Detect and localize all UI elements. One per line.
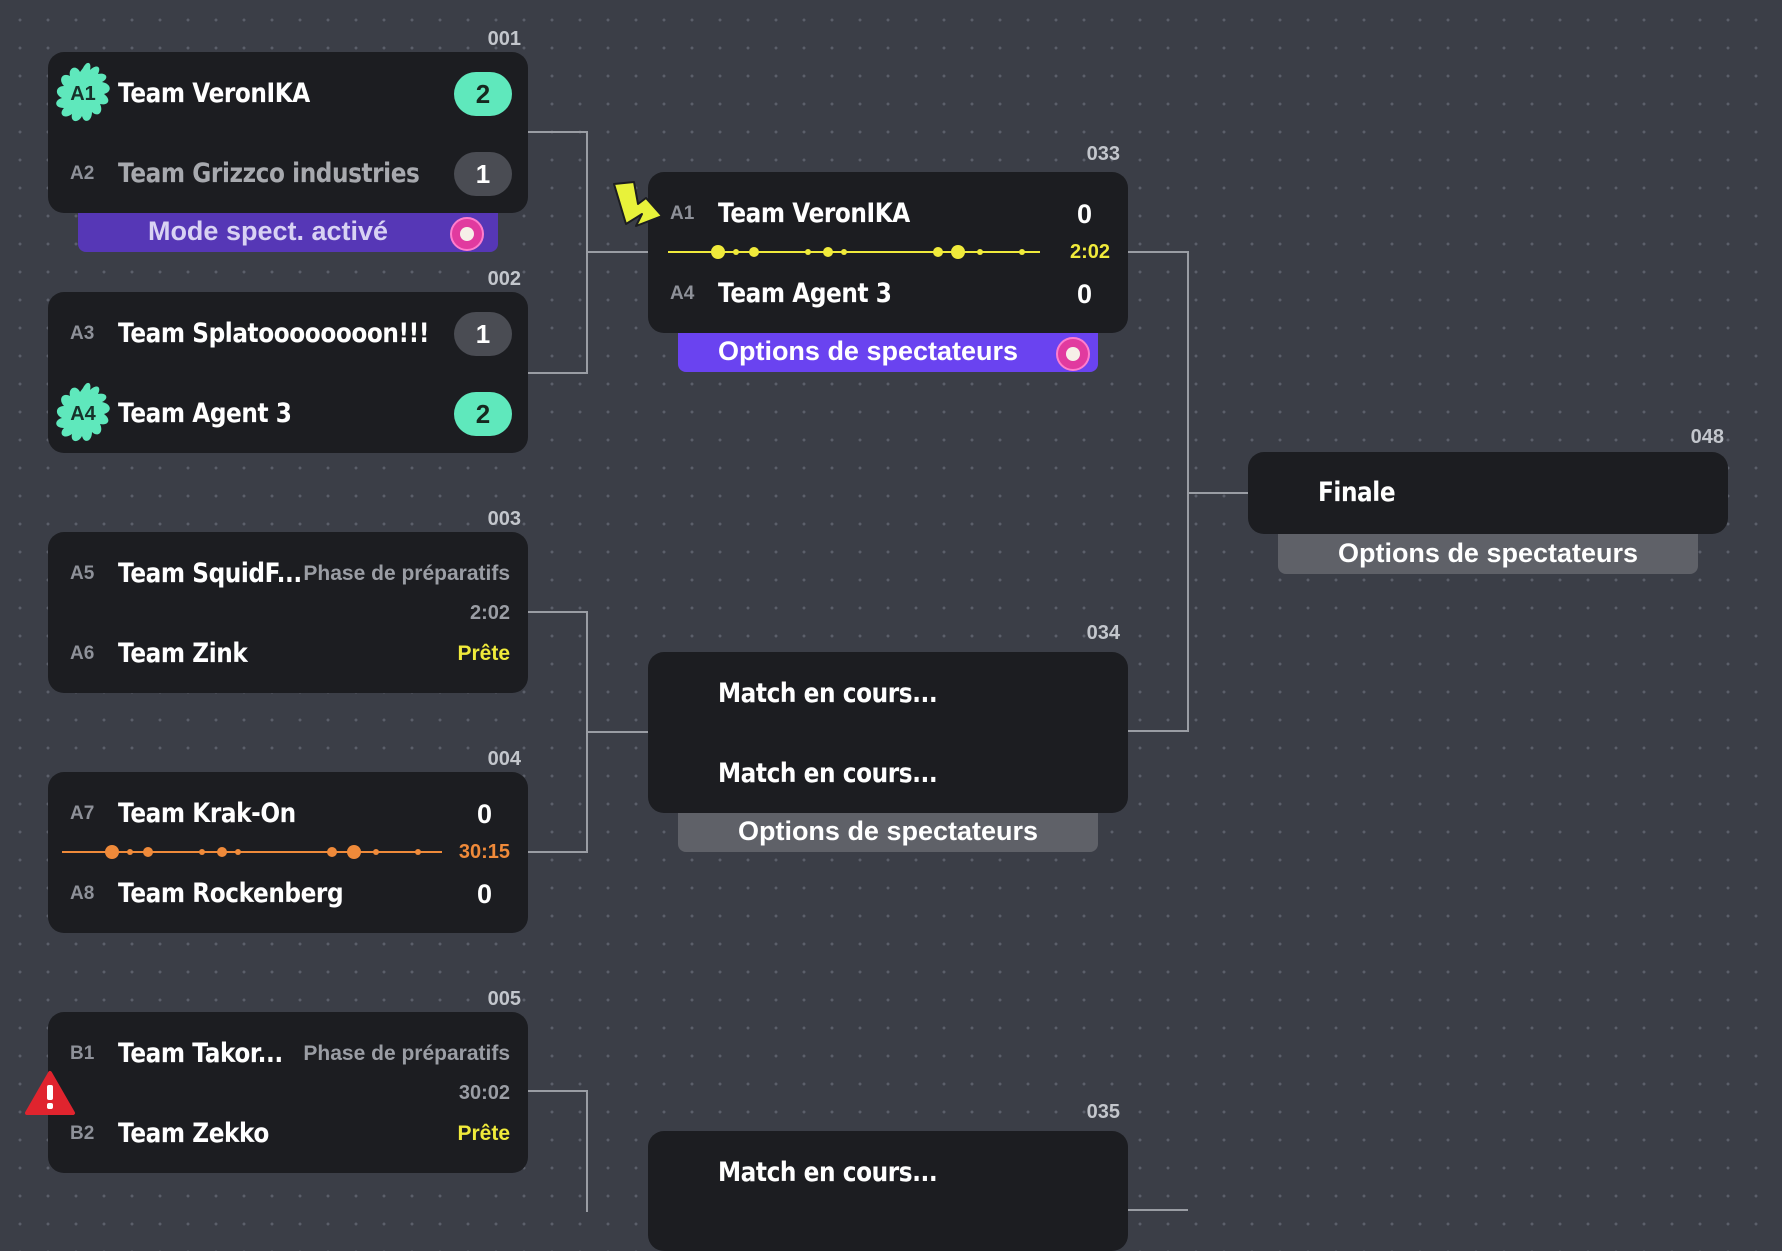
- team-row[interactable]: A5 Team SquidF... Phase de préparatifs: [48, 544, 528, 604]
- team-row[interactable]: A4 Team Agent 3 2: [48, 382, 528, 444]
- team-seed: A6: [70, 643, 95, 664]
- spectator-avatar-icon: [1056, 337, 1090, 371]
- team-seed: A8: [70, 883, 95, 904]
- team-name: Team Rockenberg: [118, 878, 344, 909]
- score-badge: 1: [454, 152, 512, 196]
- team-name: Team Krak-On: [118, 798, 296, 829]
- spectator-options-label: Options de spectateurs: [1337, 538, 1639, 568]
- team-row[interactable]: A1 Team VeronIKA 2: [48, 62, 528, 124]
- spectator-options-tab[interactable]: Options de spectateurs: [678, 332, 1098, 372]
- team-row[interactable]: Match en cours...: [648, 664, 1128, 724]
- team-seed: A4: [670, 283, 695, 304]
- team-seed: B1: [70, 1043, 95, 1064]
- team-status: Phase de préparatifs: [303, 1042, 510, 1065]
- team-row[interactable]: A6 Team Zink Prête: [48, 624, 528, 684]
- team-seed: A5: [70, 563, 95, 584]
- team-seed: A7: [70, 803, 95, 824]
- team-row[interactable]: A4 Team Agent 3 0: [648, 264, 1128, 324]
- team-name: Team Zink: [118, 638, 248, 669]
- spectator-options-tab[interactable]: Options de spectateurs: [678, 812, 1098, 852]
- match-card-001[interactable]: A1 Team VeronIKA 2 A2 Team Grizzco indus…: [48, 52, 528, 213]
- team-row[interactable]: A8 Team Rockenberg 0: [48, 864, 528, 924]
- spectator-options-label: Options de spectateurs: [717, 336, 1019, 366]
- team-row[interactable]: A1 Team VeronIKA 0: [648, 184, 1128, 244]
- team-row[interactable]: B2 Team Zekko Prête: [48, 1104, 528, 1164]
- match-timer: 2:02: [469, 602, 510, 624]
- team-row[interactable]: B1 Team Takor... Phase de préparatifs: [48, 1024, 528, 1084]
- match-number: 048: [1690, 426, 1724, 448]
- warning-triangle-icon[interactable]: [24, 1070, 76, 1116]
- spectator-avatar-icon: [450, 217, 484, 251]
- score-badge: 2: [454, 392, 512, 436]
- match-card-034[interactable]: Match en cours... Match en cours...: [648, 652, 1128, 813]
- team-status: Phase de préparatifs: [303, 562, 510, 585]
- team-name: Team Agent 3: [718, 278, 892, 309]
- match-number: 033: [1086, 143, 1120, 165]
- team-score: 0: [476, 799, 492, 829]
- ink-splat-icon: [56, 62, 110, 122]
- cursor-arrow-icon: [613, 181, 663, 227]
- ready-status: Prête: [457, 642, 510, 665]
- team-name: Team SquidF...: [118, 558, 302, 589]
- team-row[interactable]: A7 Team Krak-On 0: [48, 784, 528, 844]
- team-name: Team Agent 3: [118, 398, 292, 429]
- match-card-002[interactable]: A3 Team Splatoooooooon!!! 1 A4 Team Agen…: [48, 292, 528, 453]
- pending-team-name: Match en cours...: [718, 1157, 938, 1188]
- match-number: 004: [487, 748, 521, 770]
- match-number: 035: [1086, 1101, 1120, 1123]
- team-row[interactable]: Match en cours...: [648, 744, 1128, 804]
- match-timer: 30:02: [458, 1082, 510, 1104]
- pending-team-name: Match en cours...: [718, 758, 938, 789]
- final-label: Finale: [1318, 477, 1396, 508]
- team-seed: A3: [70, 323, 95, 344]
- team-score: 0: [476, 879, 492, 909]
- team-score: 0: [1076, 199, 1092, 229]
- match-card-005[interactable]: B1 Team Takor... Phase de préparatifs 30…: [48, 1012, 528, 1173]
- match-number: 001: [487, 28, 521, 50]
- team-name: Team Grizzco industries: [118, 158, 420, 189]
- live-progress-track: [668, 245, 1040, 259]
- team-seed: A2: [70, 163, 95, 184]
- team-row[interactable]: Finale: [1248, 463, 1728, 523]
- match-number: 002: [487, 268, 521, 290]
- team-name: Team Zekko: [118, 1118, 269, 1149]
- match-number: 003: [487, 508, 521, 530]
- team-seed: A1: [670, 203, 695, 224]
- match-card-048[interactable]: Finale: [1248, 452, 1728, 534]
- team-name: Team VeronIKA: [718, 198, 910, 229]
- bracket-connectors: [528, 131, 1248, 1212]
- match-card-033[interactable]: A1 Team VeronIKA 0 2:02 A4 Team Agent 3 …: [648, 172, 1128, 333]
- team-score: 0: [1076, 279, 1092, 309]
- team-seed: B2: [70, 1123, 95, 1144]
- team-row[interactable]: A3 Team Splatoooooooon!!! 1: [48, 304, 528, 364]
- score-badge: 1: [454, 312, 512, 356]
- spectate-mode-label: Mode spect. activé: [147, 216, 389, 246]
- team-row[interactable]: A2 Team Grizzco industries 1: [48, 144, 528, 204]
- team-name: Team VeronIKA: [118, 78, 310, 109]
- team-seed: A4: [70, 403, 96, 425]
- match-number: 005: [487, 988, 521, 1010]
- ink-splat-icon: [56, 382, 110, 442]
- team-seed: A1: [70, 83, 96, 105]
- live-progress-track: [62, 845, 442, 859]
- ready-status: Prête: [457, 1122, 510, 1145]
- match-number: 034: [1086, 622, 1120, 644]
- team-name: Team Splatoooooooon!!!: [118, 318, 429, 349]
- match-card-003[interactable]: A5 Team SquidF... Phase de préparatifs 2…: [48, 532, 528, 693]
- match-card-035[interactable]: Match en cours...: [648, 1131, 1128, 1251]
- spectate-mode-tab[interactable]: Mode spect. activé: [78, 212, 498, 252]
- pending-team-name: Match en cours...: [718, 678, 938, 709]
- match-timer: 30:15: [458, 841, 510, 863]
- match-timer: 2:02: [1069, 241, 1110, 263]
- score-badge: 2: [454, 72, 512, 116]
- team-name: Team Takor...: [118, 1038, 283, 1069]
- spectator-options-label: Options de spectateurs: [737, 816, 1039, 846]
- spectator-options-tab[interactable]: Options de spectateurs: [1278, 534, 1698, 574]
- team-row[interactable]: Match en cours...: [648, 1143, 1128, 1203]
- match-card-004[interactable]: A7 Team Krak-On 0 30:15 A8 Team Rockenbe…: [48, 772, 528, 933]
